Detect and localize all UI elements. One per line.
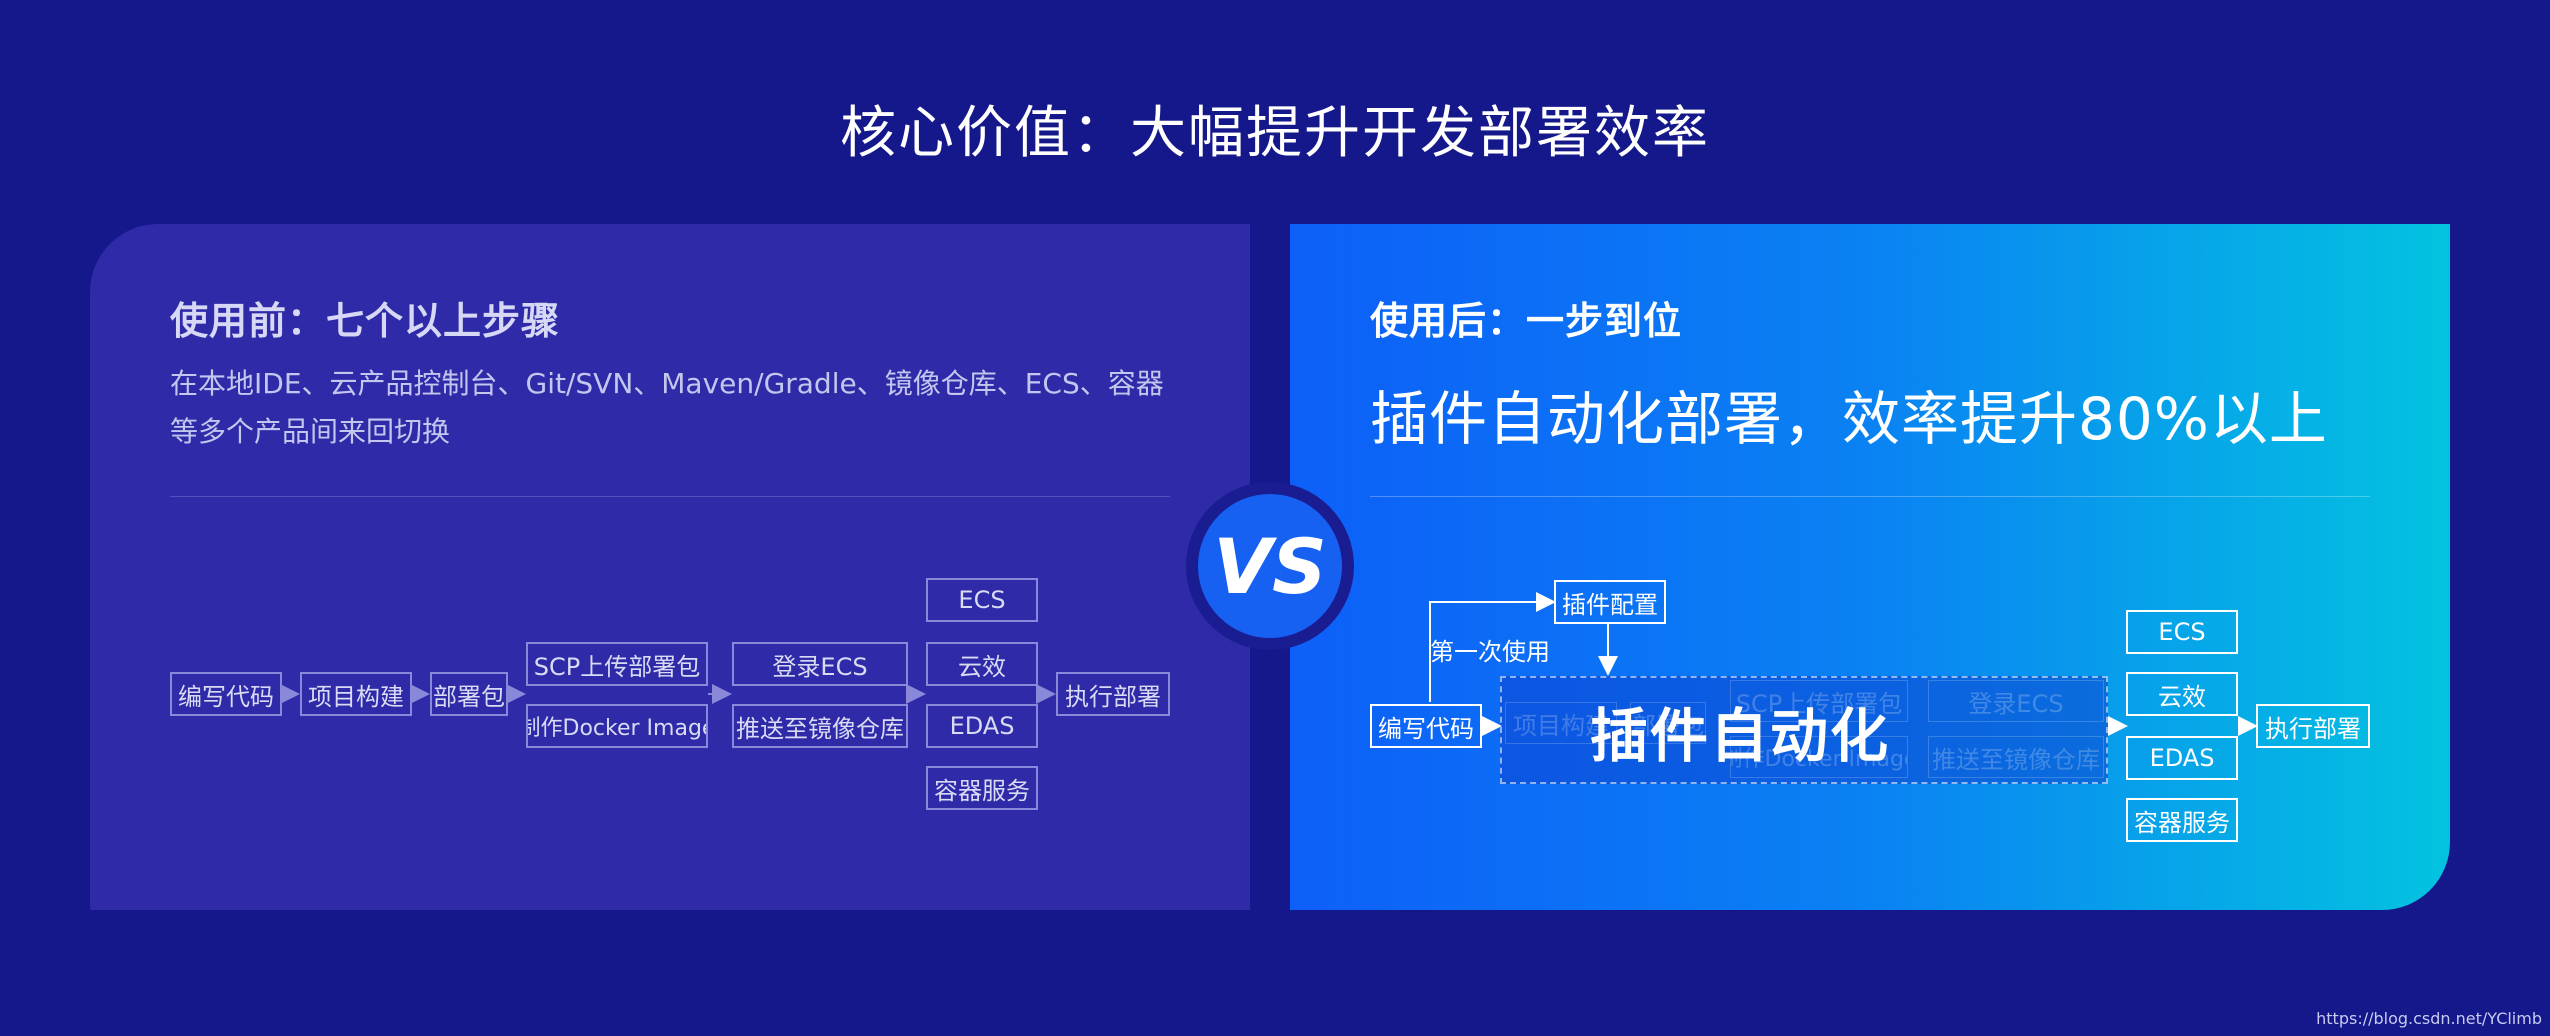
step-make-docker: 制作Docker Image — [526, 704, 708, 748]
step-scp-upload: SCP上传部署包 — [526, 642, 708, 686]
ghost-step-login-ecs: 登录ECS — [1928, 680, 2104, 722]
ghost-step-scp-upload: SCP上传部署包 — [1730, 680, 1908, 722]
vs-badge: VS — [1186, 482, 1354, 650]
step-login-ecs: 登录ECS — [732, 642, 908, 686]
automation-region — [1500, 676, 2108, 784]
after-heading: 使用后：一步到位 — [1370, 299, 1683, 343]
step-write-code: 编写代码 — [170, 672, 282, 716]
after-flow-arrows — [1429, 592, 2258, 736]
before-description: 在本地IDE、云产品控制台、Git/SVN、Maven/Gradle、镜像仓库、… — [170, 367, 1164, 448]
ghost-step-make-docker: 制作Docker Image — [1730, 736, 1908, 778]
page-title: 核心价值：大幅提升开发部署效率 — [840, 101, 1710, 166]
step-plugin-config: 插件配置 — [1554, 580, 1666, 624]
before-divider — [170, 496, 1170, 497]
step-execute-deploy-after: 执行部署 — [2256, 704, 2370, 748]
ghost-step-build: 项目构建 — [1505, 702, 1617, 744]
step-push-registry: 推送至镜像仓库 — [732, 704, 908, 748]
target-yunxiao-after: 云效 — [2126, 672, 2238, 716]
target-ecs: ECS — [926, 578, 1038, 622]
ghost-step-push-registry: 推送至镜像仓库 — [1928, 736, 2104, 778]
after-panel: 使用后：一步到位 插件自动化部署，效率提升80%以上 项目构建 部署包 SCP上… — [1290, 224, 2450, 910]
automation-label: 插件自动化 — [1590, 702, 1891, 770]
step-write-code-after: 编写代码 — [1370, 704, 1482, 748]
first-use-label: 第一次使用 — [1430, 638, 1550, 666]
target-container-service-after: 容器服务 — [2126, 798, 2238, 842]
target-yunxiao: 云效 — [926, 642, 1038, 686]
target-container-service: 容器服务 — [926, 766, 1038, 810]
step-build: 项目构建 — [300, 672, 412, 716]
ghost-step-package: 部署包 — [1630, 702, 1706, 744]
before-flow-arrows — [280, 684, 1056, 704]
before-heading: 使用前：七个以上步骤 — [170, 299, 561, 343]
before-panel: 使用前：七个以上步骤 在本地IDE、云产品控制台、Git/SVN、Maven/G… — [90, 224, 1250, 910]
after-divider — [1370, 496, 2370, 497]
step-package: 部署包 — [430, 672, 508, 716]
target-ecs-after: ECS — [2126, 610, 2238, 654]
watermark: https://blog.csdn.net/YClimb — [2316, 1009, 2542, 1028]
target-edas: EDAS — [926, 704, 1038, 748]
target-edas-after: EDAS — [2126, 736, 2238, 780]
step-execute-deploy: 执行部署 — [1056, 672, 1170, 716]
after-tagline: 插件自动化部署，效率提升80%以上 — [1370, 385, 2328, 453]
